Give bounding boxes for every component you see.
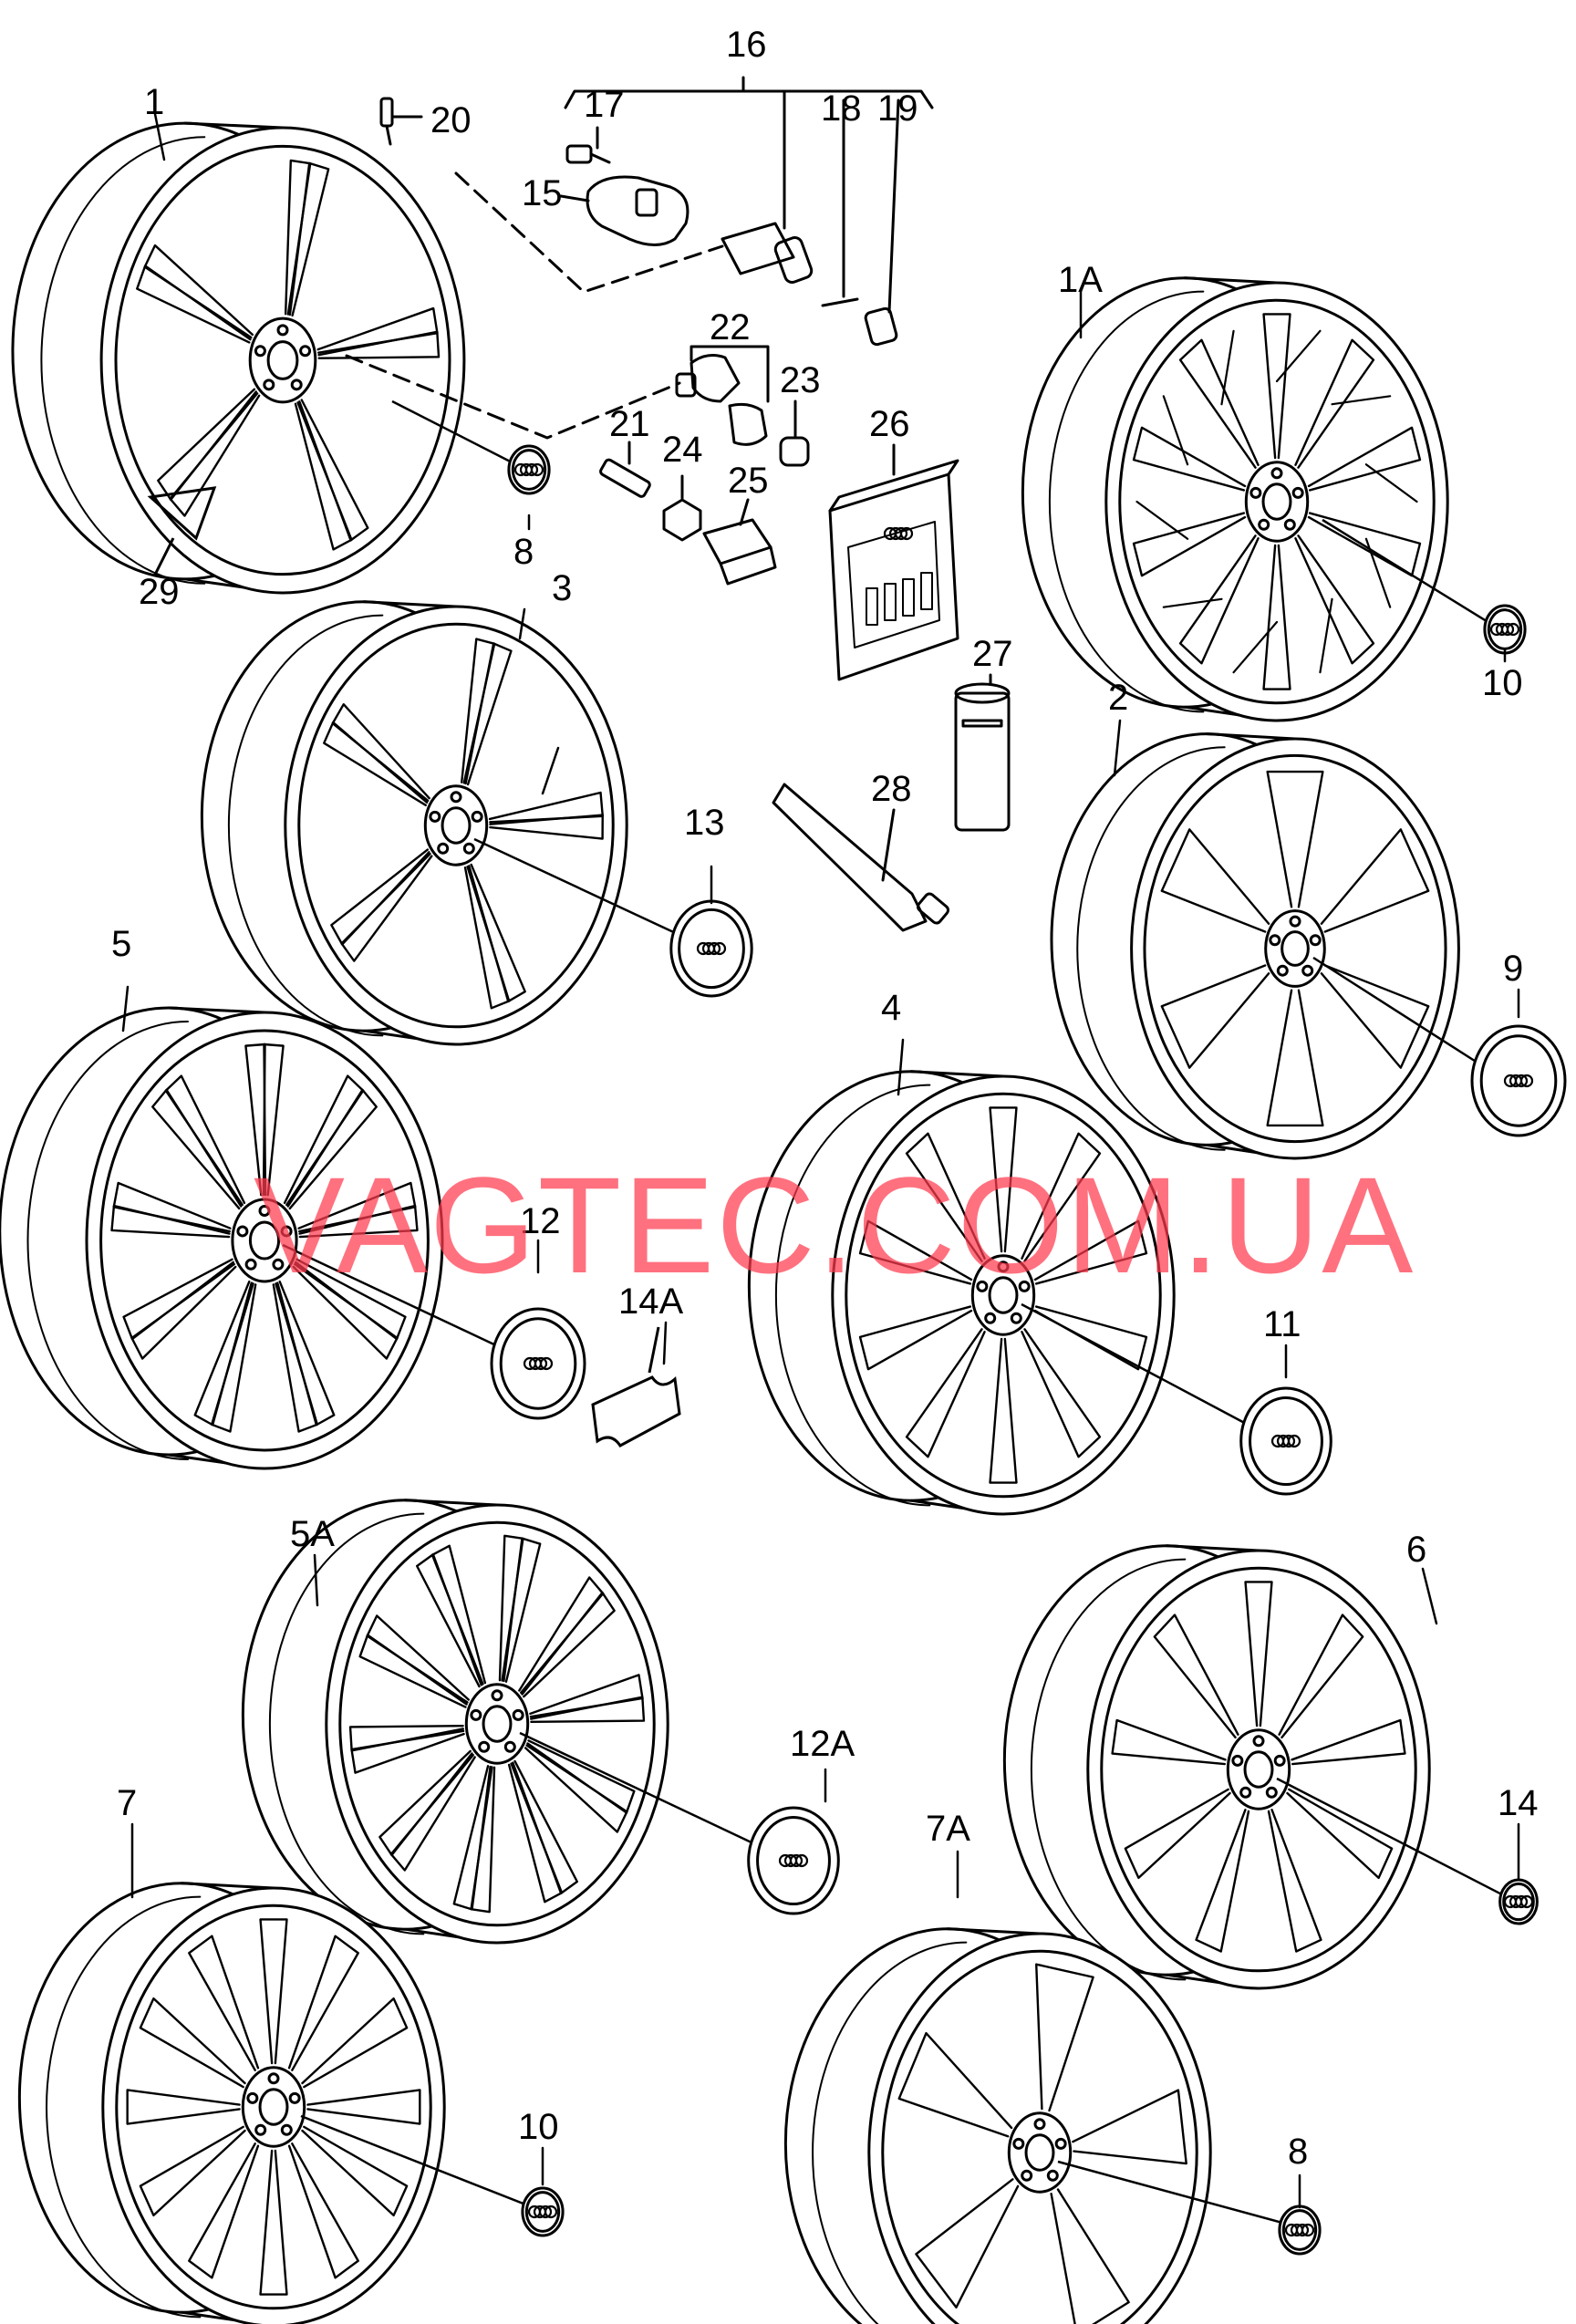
balance-weight-29 — [147, 486, 217, 576]
callout-10-top: 10 — [1482, 663, 1523, 703]
valve-cap-19 — [864, 99, 900, 347]
wheel-5 — [0, 1006, 444, 1470]
callout-15: 15 — [522, 173, 563, 213]
center-cap-13 — [473, 837, 753, 998]
valve-screw-17 — [565, 126, 611, 164]
wheel-1 — [11, 121, 466, 595]
callout-28: 28 — [871, 769, 912, 809]
callout-13: 13 — [684, 803, 725, 843]
wheel-2 — [1050, 732, 1460, 1160]
wheel-1A — [1021, 276, 1449, 722]
callout-9: 9 — [1503, 949, 1523, 989]
callout-20: 20 — [430, 100, 472, 140]
callout-22: 22 — [710, 307, 751, 348]
valve-core-18 — [821, 99, 859, 307]
callout-1A: 1A — [1058, 260, 1103, 300]
callout-8-bottom: 8 — [1288, 2132, 1308, 2172]
callout-12A: 12A — [790, 1724, 855, 1764]
callout-29: 29 — [139, 572, 180, 612]
callout-11: 11 — [1263, 1304, 1301, 1344]
wheel-3 — [200, 600, 628, 1046]
wheel-7A — [783, 1927, 1212, 2324]
callout-6: 6 — [1406, 1530, 1426, 1570]
center-cap-10-bottom — [300, 2114, 565, 2237]
callout-12: 12 — [520, 1201, 561, 1241]
watermark-text: VAGTEC.COM.UA — [254, 1148, 1415, 1302]
leader-sensor-wheel1 — [454, 171, 724, 294]
center-cap-12A — [519, 1731, 840, 1915]
callout-5A: 5A — [290, 1514, 335, 1554]
decal-14A — [591, 1326, 681, 1447]
cap-23 — [779, 399, 810, 467]
nut-24 — [662, 474, 702, 542]
screw-21 — [599, 441, 651, 498]
callout-8-top: 8 — [513, 532, 534, 572]
callout-5: 5 — [111, 924, 131, 964]
callout-2: 2 — [1108, 678, 1128, 718]
leader-wheel1-valve — [345, 354, 681, 440]
callout-27: 27 — [972, 634, 1013, 674]
can-27 — [954, 673, 1011, 832]
wheel-5A — [241, 1499, 669, 1945]
center-cap-9 — [1312, 956, 1567, 1137]
callout-21: 21 — [609, 404, 650, 444]
callout-16: 16 — [726, 25, 767, 65]
tpms-sensor-15 — [559, 175, 690, 246]
tpms-valve-16 — [721, 89, 814, 284]
callout-1: 1 — [144, 82, 164, 122]
callout-7A: 7A — [926, 1809, 970, 1849]
center-cap-11 — [1021, 1302, 1332, 1496]
callout-10-bottom: 10 — [518, 2107, 559, 2147]
center-cap-14 — [1276, 1777, 1539, 1925]
callout-25: 25 — [728, 461, 769, 501]
callout-24: 24 — [662, 430, 703, 470]
callout-14A: 14A — [618, 1281, 683, 1322]
callout-4: 4 — [881, 988, 901, 1028]
wheel-6 — [1002, 1544, 1431, 1990]
callout-7: 7 — [117, 1783, 137, 1823]
bracket-16 — [564, 89, 934, 109]
callout-26: 26 — [869, 404, 910, 444]
callout-19: 19 — [877, 88, 918, 129]
center-cap-8-bottom — [1057, 2160, 1322, 2256]
callout-17: 17 — [584, 85, 625, 125]
callout-23: 23 — [780, 360, 821, 400]
repair-kit-26 — [828, 443, 959, 681]
tube-28 — [772, 783, 950, 932]
callout-18: 18 — [821, 88, 862, 129]
center-cap-12 — [282, 1243, 586, 1420]
callout-14: 14 — [1498, 1783, 1539, 1823]
wheel-7 — [17, 1882, 446, 2324]
center-cap-8-top — [391, 399, 551, 495]
valve-stem-20 — [379, 97, 423, 146]
tool-25 — [702, 498, 777, 586]
callout-3: 3 — [552, 568, 572, 608]
